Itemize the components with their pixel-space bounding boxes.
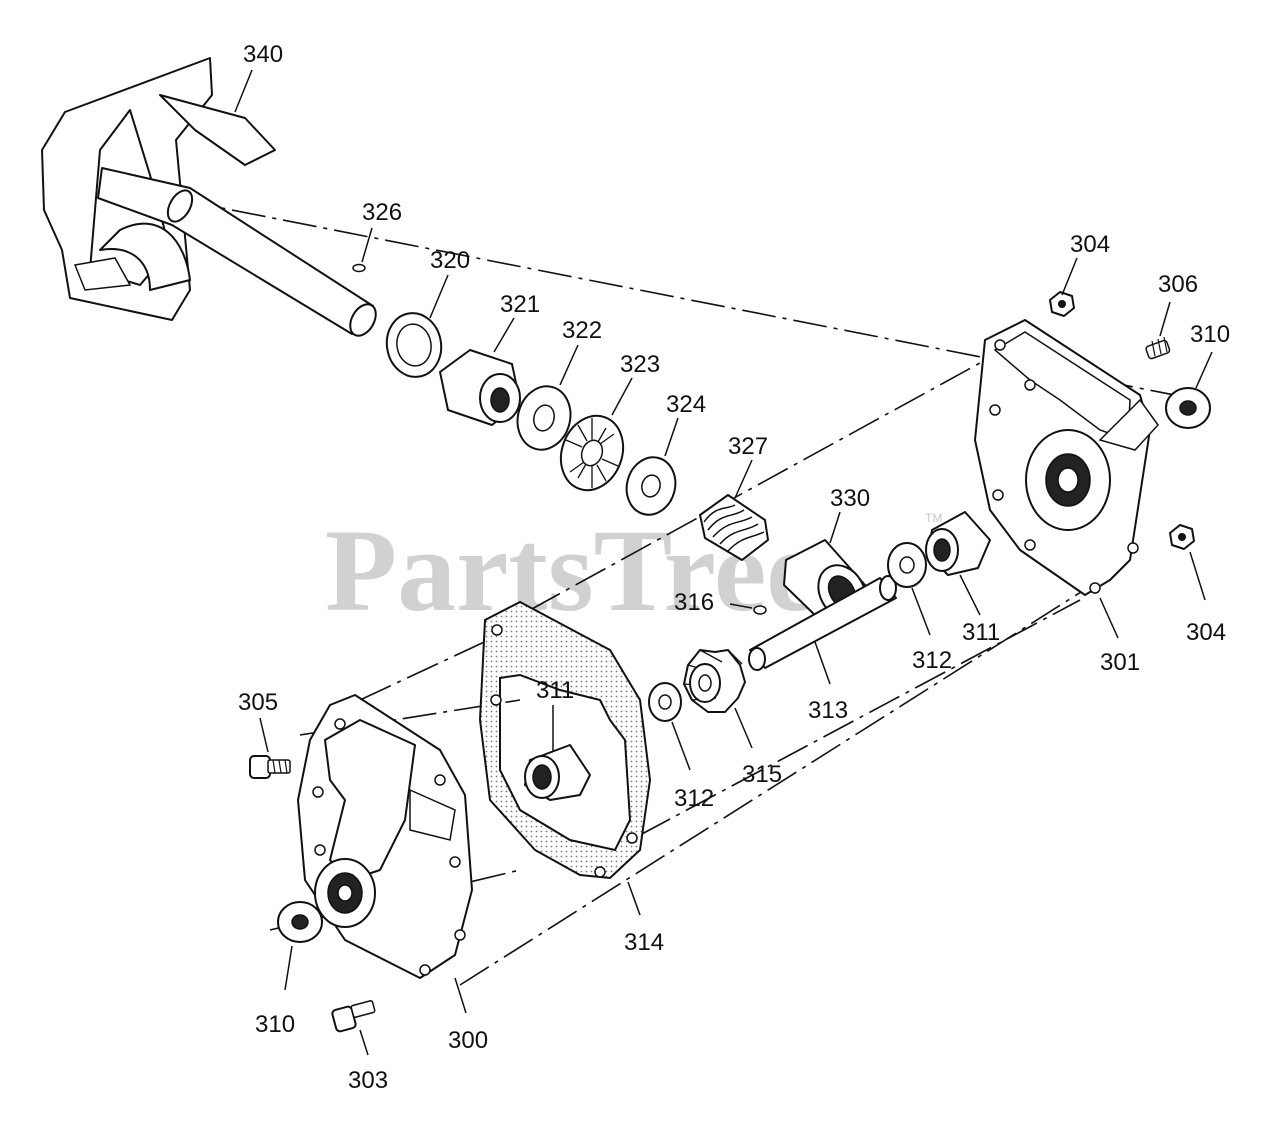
part-311-bushing-right bbox=[925, 511, 991, 576]
callout-310-left: 310 bbox=[255, 1011, 295, 1038]
callout-306: 306 bbox=[1158, 271, 1198, 298]
part-340-auger-assembly bbox=[41, 57, 377, 337]
callout-322: 322 bbox=[562, 317, 602, 344]
callout-316: 316 bbox=[674, 589, 714, 616]
callout-327: 327 bbox=[728, 433, 768, 460]
callout-313: 313 bbox=[808, 697, 848, 724]
part-306-set-screw bbox=[1145, 336, 1171, 360]
callout-320: 320 bbox=[430, 247, 470, 274]
callout-labels: 340 326 320 321 322 323 324 327 330 316 … bbox=[238, 41, 1230, 1094]
part-303-cap-screw bbox=[331, 1000, 376, 1033]
part-311-bushing-left bbox=[524, 744, 591, 801]
callout-315: 315 bbox=[742, 761, 782, 788]
part-300-housing-left bbox=[297, 694, 473, 979]
callout-310-right: 310 bbox=[1190, 321, 1230, 348]
part-315-pinion-gear bbox=[683, 649, 746, 713]
callout-300: 300 bbox=[448, 1027, 488, 1054]
part-310-cap-right bbox=[1165, 387, 1211, 429]
callout-324: 324 bbox=[666, 391, 706, 418]
part-324-washer bbox=[625, 456, 677, 516]
part-326-key bbox=[352, 263, 366, 273]
part-313-shaft bbox=[748, 575, 897, 671]
callout-304-top: 304 bbox=[1070, 231, 1110, 258]
part-314-gasket bbox=[478, 600, 652, 880]
part-321-bearing bbox=[439, 349, 521, 426]
callout-311-left: 311 bbox=[536, 677, 574, 704]
callout-303: 303 bbox=[348, 1067, 388, 1094]
callout-301: 301 bbox=[1100, 649, 1140, 676]
part-327-worm-gear bbox=[699, 494, 769, 561]
part-304-nut-top bbox=[1049, 291, 1075, 317]
callout-340: 340 bbox=[243, 41, 283, 68]
callout-323: 323 bbox=[620, 351, 660, 378]
part-316-key bbox=[753, 605, 767, 615]
part-322-washer bbox=[516, 385, 572, 451]
callout-311-right: 311 bbox=[962, 619, 1000, 646]
part-312-washer-left bbox=[648, 682, 682, 722]
part-301-housing-right bbox=[974, 319, 1159, 596]
callout-304-bottom: 304 bbox=[1186, 619, 1226, 646]
callout-330: 330 bbox=[830, 485, 870, 512]
part-323-thrust-bearing bbox=[559, 414, 625, 492]
callout-321: 321 bbox=[500, 291, 540, 318]
callout-312-right: 312 bbox=[912, 647, 952, 674]
callout-326: 326 bbox=[362, 199, 402, 226]
watermark-trademark: TM bbox=[925, 511, 942, 525]
callout-leader-lines bbox=[234, 69, 1213, 1056]
callout-312-left: 312 bbox=[674, 785, 714, 812]
callout-314: 314 bbox=[624, 929, 664, 956]
part-310-cap-left bbox=[277, 901, 323, 943]
callout-305: 305 bbox=[238, 689, 278, 716]
part-312-washer-right bbox=[887, 542, 927, 588]
part-305-cap-screw bbox=[249, 755, 291, 779]
part-320-seal-ring bbox=[385, 312, 443, 378]
part-304-nut-bottom bbox=[1169, 524, 1195, 550]
